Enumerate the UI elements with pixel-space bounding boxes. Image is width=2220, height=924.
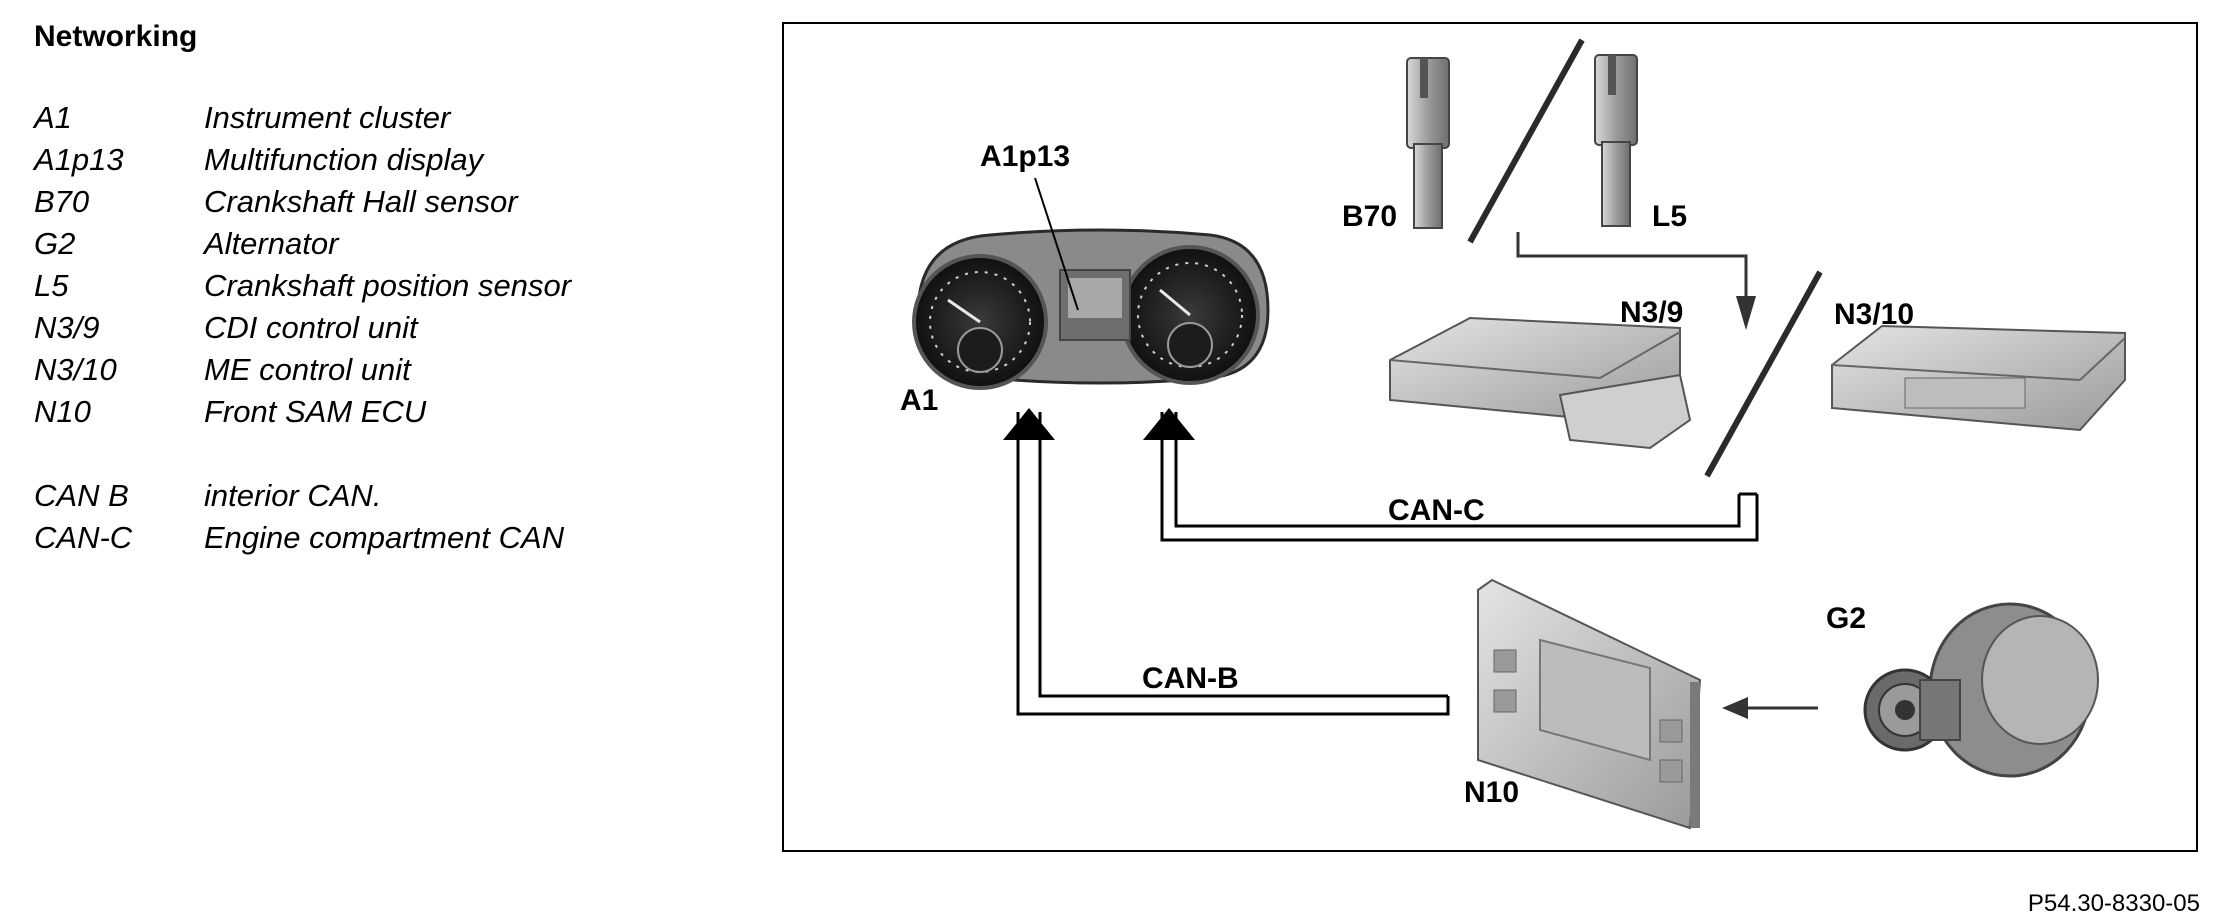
can-c-line-outer xyxy=(1160,412,1759,542)
can-b-line-outer xyxy=(1016,412,1450,716)
label-n10: N10 xyxy=(1464,776,1520,809)
label-l5: L5 xyxy=(1652,200,1688,233)
label-g2: G2 xyxy=(1826,602,1867,635)
can-c-line-inner xyxy=(1174,412,1741,528)
a1p13-leader-line xyxy=(1034,177,1079,311)
instrument-cluster xyxy=(912,228,1270,390)
figure-id: P54.30-8330-05 xyxy=(2027,890,2200,917)
alternator xyxy=(1863,602,2099,778)
label-a1: A1 xyxy=(900,384,939,417)
page-title: Networking xyxy=(34,20,198,53)
legend-code: A1p13 xyxy=(34,142,124,177)
legend-desc: CDI control unit xyxy=(204,310,418,345)
arrow-head-icon xyxy=(1143,408,1195,440)
legend-code: N3/9 xyxy=(34,310,100,345)
legend-desc: Crankshaft position sensor xyxy=(204,268,572,303)
crankshaft-position-sensor xyxy=(1594,54,1638,227)
legend-code: N10 xyxy=(34,394,91,429)
legend-desc: Crankshaft Hall sensor xyxy=(204,184,518,219)
arrow-head-icon xyxy=(1736,296,1756,330)
legend-code: B70 xyxy=(34,184,90,219)
can-b-line-inner xyxy=(1038,412,1448,698)
legend-code: A1 xyxy=(34,100,72,135)
label-a1p13: A1p13 xyxy=(980,140,1071,173)
me-control-unit xyxy=(1831,324,2126,432)
sensor-signal-line xyxy=(1516,232,1748,318)
arrow-head-icon xyxy=(1722,697,1748,719)
label-can-b: CAN-B xyxy=(1142,662,1239,695)
legend-code: G2 xyxy=(34,226,76,261)
label-can-c: CAN-C xyxy=(1388,494,1485,527)
legend-desc: Instrument cluster xyxy=(204,100,451,135)
legend-code: N3/10 xyxy=(34,352,117,387)
front-sam-ecu xyxy=(1477,578,1702,830)
either-or-slash xyxy=(1704,270,1823,478)
either-or-slash xyxy=(1467,38,1585,244)
legend-code: CAN B xyxy=(34,478,129,513)
arrow-head-icon xyxy=(1003,408,1055,440)
label-n3-10: N3/10 xyxy=(1834,298,1915,331)
legend-desc: interior CAN. xyxy=(204,478,382,513)
legend-desc: Front SAM ECU xyxy=(204,394,427,429)
legend-code: CAN-C xyxy=(34,520,133,555)
legend-code: L5 xyxy=(34,268,69,303)
crankshaft-hall-sensor xyxy=(1406,57,1450,229)
cdi-control-unit xyxy=(1389,316,1692,450)
legend-desc: Engine compartment CAN xyxy=(204,520,565,555)
legend-desc: ME control unit xyxy=(204,352,411,387)
label-b70: B70 xyxy=(1342,200,1398,233)
legend-desc: Alternator xyxy=(204,226,339,261)
label-n3-9: N3/9 xyxy=(1620,296,1684,329)
legend-desc: Multifunction display xyxy=(204,142,484,177)
